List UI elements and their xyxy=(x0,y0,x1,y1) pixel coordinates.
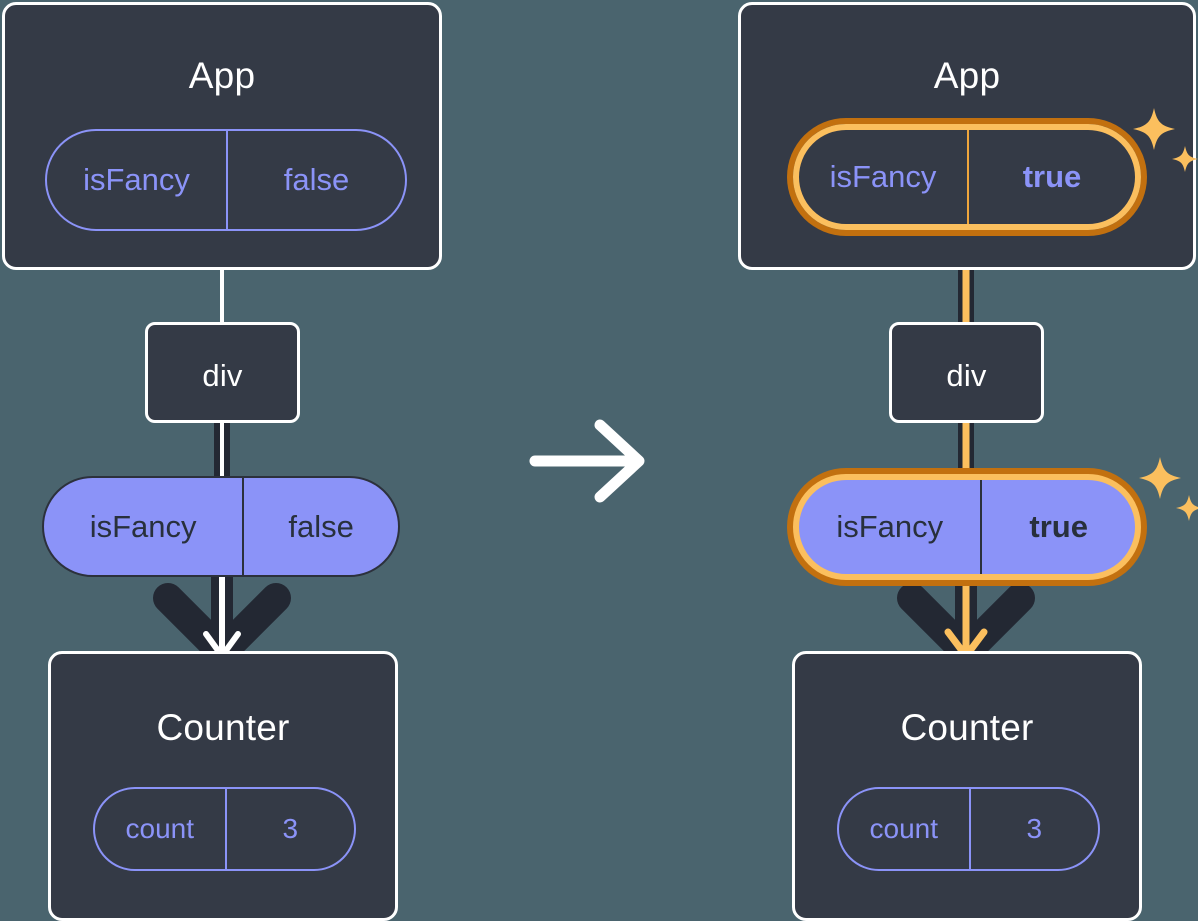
sparkle-large-icon xyxy=(1133,108,1175,150)
div-box-after: div xyxy=(889,322,1044,423)
app-title-after: App xyxy=(933,55,1001,96)
sparkle-small-icon xyxy=(1176,495,1198,521)
prop-pill-value-before: false xyxy=(242,478,398,575)
prop-pill-key-before: isFancy xyxy=(89,508,197,544)
sparkle-large-icon xyxy=(1139,457,1181,499)
counter-box-before: Counter count 3 xyxy=(48,651,398,921)
transition-arrow-icon xyxy=(529,419,645,503)
app-state-pill-before[interactable]: isFancy false xyxy=(45,129,407,231)
counter-state-key-before: count xyxy=(125,813,195,844)
counter-box-after: Counter count 3 xyxy=(792,651,1142,921)
div-box-before: div xyxy=(145,322,300,423)
app-state-key-before: isFancy xyxy=(83,162,190,197)
div-label-after: div xyxy=(946,358,987,393)
div-label-before: div xyxy=(202,358,243,393)
prop-pill-key-after: isFancy xyxy=(836,509,944,544)
app-state-value-after: true xyxy=(967,130,1135,224)
app-box-before: App isFancy false xyxy=(2,2,442,270)
prop-pill-before[interactable]: isFancy false xyxy=(42,476,400,577)
sparkles-icon-prop xyxy=(1139,457,1198,521)
counter-state-value-before: 3 xyxy=(224,789,355,869)
arrow-prop-to-counter-left xyxy=(153,570,291,667)
sparkles-icon-app xyxy=(1133,108,1198,172)
counter-state-value-after: 3 xyxy=(968,789,1099,869)
counter-title-after: Counter xyxy=(900,707,1034,748)
app-state-value-before: false xyxy=(226,131,405,229)
counter-title-before: Counter xyxy=(156,707,290,748)
app-state-pill-after[interactable]: isFancy true xyxy=(793,124,1141,230)
counter-state-key-after: count xyxy=(869,813,939,844)
app-state-key-after: isFancy xyxy=(829,159,937,194)
prop-pill-after[interactable]: isFancy true xyxy=(793,474,1141,580)
prop-pill-value-after: true xyxy=(980,480,1135,574)
counter-state-pill-after[interactable]: count 3 xyxy=(837,787,1100,871)
arrow-prop-to-counter-right xyxy=(897,570,1035,667)
counter-state-pill-before[interactable]: count 3 xyxy=(93,787,356,871)
sparkle-small-icon xyxy=(1172,146,1198,172)
app-title-before: App xyxy=(188,55,256,96)
